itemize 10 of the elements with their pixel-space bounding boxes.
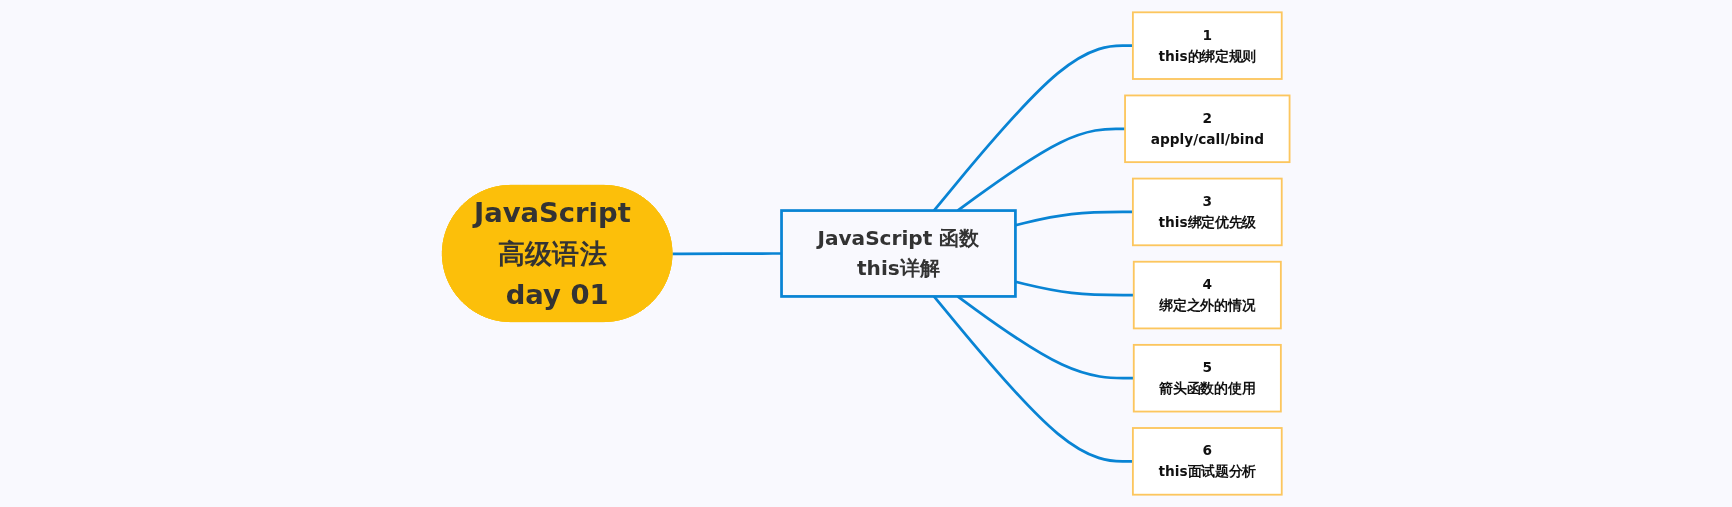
node-box: 2 apply/call/bind — [1124, 94, 1291, 164]
connector — [1015, 210, 1133, 227]
node-box: 3 this绑定优先级 — [1131, 177, 1283, 247]
node-box: 4 绑定之外的情况 — [1132, 260, 1282, 330]
node-box: JavaScript 函数this详解 — [780, 209, 1017, 298]
node-box: 6 this面试题分析 — [1131, 427, 1283, 496]
node-box: 5 箭头函数的使用 — [1132, 343, 1282, 413]
connector — [1015, 280, 1134, 297]
connector — [672, 252, 782, 256]
node-box: 1 this的绑定规则 — [1131, 11, 1283, 80]
